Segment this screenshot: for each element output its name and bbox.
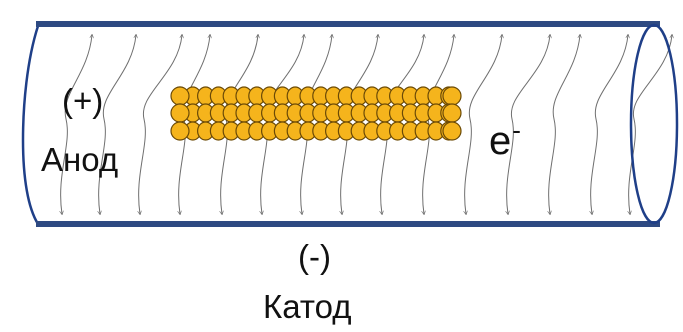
tube-right-opening (629, 23, 679, 225)
cathode-tube (21, 21, 679, 227)
emission-line (549, 35, 580, 214)
wire-end-cap (442, 86, 462, 106)
wire-end-cap (170, 103, 190, 123)
emission-line (591, 35, 628, 214)
wire-end-cap (442, 121, 462, 141)
emission-line (61, 35, 92, 214)
wire-end-cap (170, 86, 190, 106)
emission-line (465, 35, 502, 214)
electron-label: e- (489, 117, 521, 161)
wire-end-cap (170, 121, 190, 141)
anode-label: Анод (41, 141, 119, 178)
electron-charge: - (512, 115, 521, 145)
emission-line (507, 35, 550, 214)
electron-symbol: e (489, 119, 512, 163)
cathode-polarity-label: (-) (298, 238, 331, 275)
anode-polarity-label: (+) (62, 82, 104, 119)
wire-end-cap (442, 103, 462, 123)
emission-line (99, 35, 136, 214)
tube-left-end (21, 25, 40, 225)
anode-wire (170, 86, 462, 141)
cathode-label: Катод (263, 288, 352, 325)
emission-line (629, 35, 672, 214)
emission-line (139, 35, 182, 214)
